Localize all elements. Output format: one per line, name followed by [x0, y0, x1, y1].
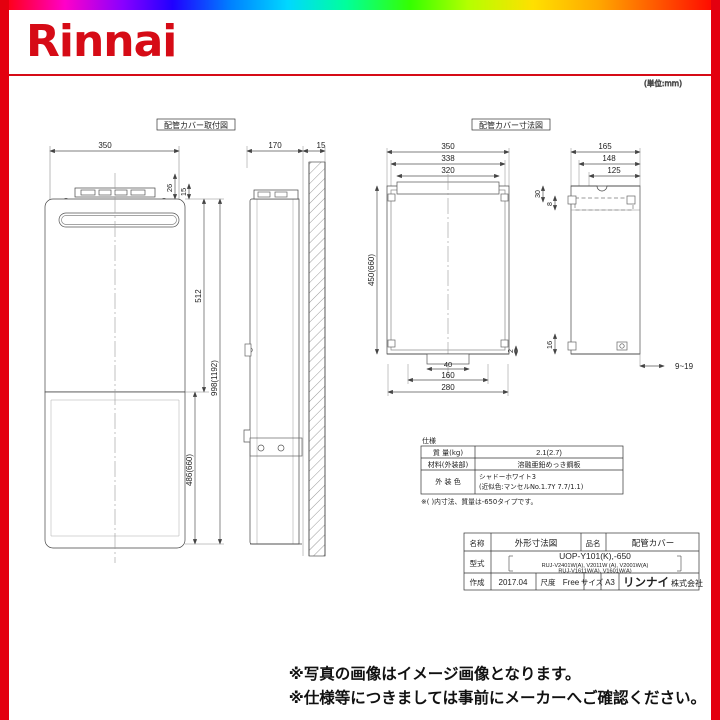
footer-notice: ※写真の画像はイメージ画像となります。 ※仕様等につきましては事前にメーカーへご… [289, 662, 706, 710]
footer-notice-line1: ※写真の画像はイメージ画像となります。 [288, 664, 581, 683]
title-model-sub2: RUJ-V1611W(A), V1601W(A) [558, 569, 631, 575]
title-name-value: 外形寸法図 [515, 538, 558, 549]
title-size-label: サイズ [581, 577, 604, 587]
company-logo: リンナイ [623, 575, 669, 589]
spec-footnote: ※( )内寸法、質量は-650タイプです。 [421, 497, 537, 506]
spec-row-label-2: 外 装 色 [435, 477, 460, 486]
title-item-label: 品名 [586, 538, 601, 548]
company-suffix: 株式会社 [671, 578, 703, 588]
spec-table-caption: 仕様 [422, 436, 436, 445]
title-name-label: 名称 [470, 538, 485, 548]
right-red-rail [711, 0, 720, 720]
dim-left-512: 512 [194, 289, 203, 303]
title-created-label: 作成 [470, 577, 485, 587]
dim-left-width-350: 350 [98, 141, 112, 150]
rinnai-logo: Rinnai [26, 16, 177, 67]
spec-row-label-0: 質 量(kg) [433, 448, 463, 457]
spec-row-value-2-line1: シャドーホワイト3 [479, 473, 536, 481]
dim-right-2: 2 [508, 349, 515, 353]
dim-right-338: 338 [441, 154, 455, 163]
title-created-value: 2017.04 [499, 578, 528, 587]
drawing-svg: (単位:mm) 配管カバー取付図 配管カバー寸法図 350 [44, 78, 703, 591]
spec-row-value-2-line2: (近似色:マンセルNo.1.7Y 7.7/1.1) [479, 482, 583, 491]
dim-right-160: 160 [441, 371, 455, 380]
logo-divider [9, 74, 711, 76]
dim-side-15: 15 [317, 141, 326, 150]
dim-side-30: 30 [535, 190, 542, 198]
spec-row-label-1: 材料(外装部) [428, 460, 469, 469]
right-view-title: 配管カバー寸法図 [479, 120, 543, 130]
spec-row-value-0: 2.1(2.7) [536, 448, 562, 457]
dim-left-998: 998(1192) [210, 360, 219, 396]
dim-left-26: 26 [165, 184, 174, 192]
dim-side-165: 165 [598, 142, 612, 151]
footer-notice-line2: ※仕様等につきましては事前にメーカーへご確認ください。 [288, 688, 706, 707]
dim-right-350: 350 [441, 142, 455, 151]
dim-side-8: 8 [547, 202, 554, 206]
dim-side-148: 148 [602, 154, 616, 163]
dim-left-15: 15 [179, 188, 188, 196]
dim-right-320: 320 [441, 166, 455, 175]
dim-right-40: 40 [444, 360, 452, 369]
title-model-main: UOP-Y101(K),-650 [559, 551, 631, 561]
dim-left-486: 486(660) [185, 454, 194, 486]
spec-row-value-1: 溶融亜鉛めっき鋼板 [518, 460, 581, 469]
technical-drawing-canvas: (単位:mm) 配管カバー取付図 配管カバー寸法図 350 [9, 78, 711, 648]
left-view-title: 配管カバー取付図 [164, 120, 228, 130]
left-red-rail [0, 0, 9, 720]
dim-right-280: 280 [441, 383, 455, 392]
dim-right-450: 450(660) [367, 254, 376, 286]
title-model-label: 型式 [470, 558, 485, 568]
unit-note: (単位:mm) [644, 78, 682, 88]
title-scale-label: 尺度 [541, 577, 556, 587]
rainbow-header-bar [0, 0, 720, 10]
title-item-value: 配管カバー [632, 538, 675, 549]
title-model-sub1: RUJ-V2401W(A), V2011W (A), V2001W(A) [542, 563, 649, 569]
dim-side-125: 125 [607, 166, 621, 175]
title-scale-value: Free [563, 578, 580, 587]
title-size-value: A3 [605, 578, 615, 587]
dim-side-9-19: 9~19 [675, 362, 694, 371]
dim-side-170: 170 [268, 141, 282, 150]
dim-side-16: 16 [545, 341, 554, 349]
